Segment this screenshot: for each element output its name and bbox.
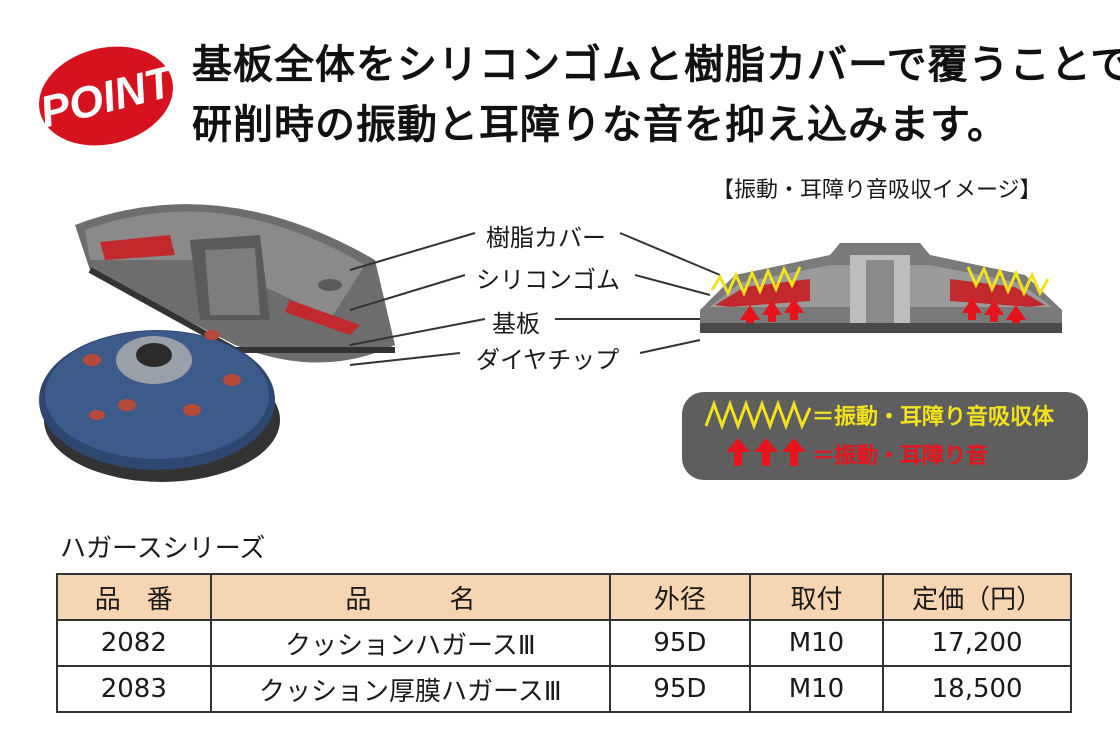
cell-list-price: 18,500 — [882, 665, 1072, 713]
legend-noise-text: ＝振動・耳障り音 — [812, 444, 989, 469]
label-silicone-rubber: シリコンゴム — [472, 260, 624, 295]
label-resin-cover: 樹脂カバー — [482, 218, 610, 253]
diagram-caption: 【振動・耳障り音吸収イメージ】 — [712, 178, 1042, 203]
table-header-row: 品 番 品 名 外径 取付 定価（円） — [56, 573, 1072, 621]
table-row: 2083 クッション厚膜ハガースⅢ 95D M10 18,500 — [56, 665, 1072, 713]
up-arrows-icon — [726, 438, 806, 466]
cell-mounting: M10 — [748, 665, 885, 713]
header-product-number: 品 番 — [56, 573, 212, 621]
disc-product-image — [39, 330, 280, 482]
callout-lines — [349, 232, 721, 366]
cell-product-number: 2083 — [56, 665, 212, 713]
cross-section-diagram — [700, 243, 1062, 333]
header-product-name: 品 名 — [209, 573, 612, 621]
cell-list-price: 17,200 — [882, 619, 1072, 667]
header-mounting: 取付 — [748, 573, 885, 621]
label-substrate: 基板 — [488, 304, 544, 339]
legend-absorber-text: ＝振動・耳障り音吸収体 — [812, 405, 1055, 430]
table-row: 2082 クッションハガースⅢ 95D M10 17,200 — [56, 619, 1072, 667]
wave-symbol-icon — [704, 399, 812, 430]
legend-box — [682, 392, 1088, 480]
series-title: ハガースシリーズ — [60, 534, 266, 564]
point-badge: POINT — [35, 38, 181, 156]
cell-product-name: クッション厚膜ハガースⅢ — [209, 665, 612, 713]
cell-mounting: M10 — [748, 619, 885, 667]
headline-line-2: 研削時の振動と耳障りな音を抑え込みます。 — [192, 102, 1008, 148]
cell-outer-diameter: 95D — [609, 619, 751, 667]
point-badge-shape: POINT — [35, 46, 181, 146]
header-list-price: 定価（円） — [882, 573, 1072, 621]
spec-table: 品 番 品 名 外径 取付 定価（円） 2082 クッションハガースⅢ 95D … — [56, 573, 1072, 713]
cell-product-name: クッションハガースⅢ — [209, 619, 612, 667]
cell-outer-diameter: 95D — [609, 665, 751, 713]
cutaway-illustration — [75, 204, 395, 363]
header-outer-diameter: 外径 — [609, 573, 751, 621]
headline-line-1: 基板全体をシリコンゴムと樹脂カバーで覆うことで — [192, 42, 1120, 88]
cell-product-number: 2082 — [56, 619, 212, 667]
label-diamond-chip: ダイヤチップ — [472, 340, 624, 375]
